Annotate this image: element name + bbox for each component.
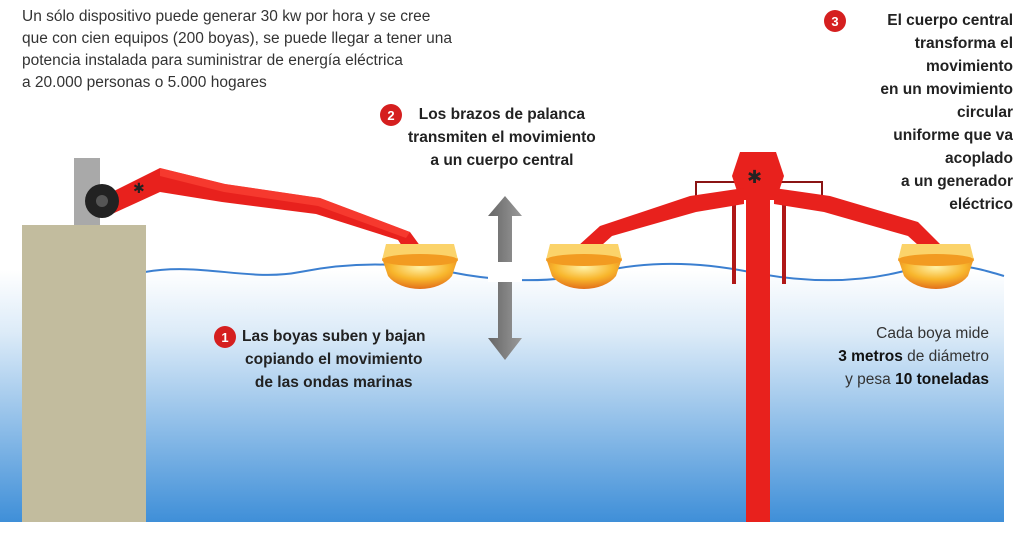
gear-icon: ✱	[133, 181, 145, 197]
pier	[22, 225, 146, 522]
step-2: 2 Los brazos de palanca transmiten el mo…	[380, 103, 596, 172]
fact-size: 3 metros	[838, 348, 903, 365]
step-3-line: uniforme que va acoplado	[893, 127, 1013, 167]
step-3-line: transforma el movimiento	[914, 35, 1013, 75]
step-2-line: transmiten el movimiento	[408, 129, 596, 146]
fact-weight: 10 toneladas	[895, 371, 989, 388]
buoy-left	[382, 258, 458, 290]
step-2-line: a un cuerpo central	[430, 152, 574, 169]
fact-line-3: y pesa 10 toneladas	[838, 368, 989, 391]
fact-line-1: Cada boya mide	[876, 325, 989, 342]
step-3-line: a un generador eléctrico	[901, 173, 1013, 213]
intro-line: Un sólo dispositivo puede generar 30 kw …	[22, 8, 431, 25]
left-lever-arm	[104, 168, 426, 258]
buoy-fact: Cada boya mide 3 metros de diámetro y pe…	[838, 322, 989, 391]
step-3-line: en un movimiento circular	[880, 81, 1013, 121]
right-lever-arm	[774, 188, 942, 254]
step-1: 1 Las boyas suben y bajan copiando el mo…	[214, 325, 425, 394]
fact-size-rest: de diámetro	[902, 348, 989, 365]
step-3: 3 El cuerpo central transforma el movimi…	[824, 9, 1013, 216]
fact-weight-prefix: y pesa	[845, 371, 896, 388]
buoy-right	[898, 258, 974, 290]
intro-line: a 20.000 personas o 5.000 hogares	[22, 74, 267, 91]
step-3-badge: 3	[824, 10, 846, 32]
step-1-badge: 1	[214, 326, 236, 348]
step-3-line: El cuerpo central	[887, 12, 1013, 29]
gear-icon-center: ✱	[747, 167, 762, 188]
step-2-line: Los brazos de palanca	[418, 106, 585, 123]
intro-text: Un sólo dispositivo puede generar 30 kw …	[22, 6, 502, 94]
step-1-line: de las ondas marinas	[254, 374, 413, 391]
intro-line: que con cien equipos (200 boyas), se pue…	[22, 30, 452, 47]
buoy-middle	[546, 258, 622, 290]
middle-lever-arm	[578, 188, 744, 254]
central-body	[732, 152, 784, 200]
step-2-badge: 2	[380, 104, 402, 126]
central-pole	[746, 186, 770, 522]
step-1-line: copiando el movimiento	[245, 351, 423, 368]
intro-line: potencia instalada para suministrar de e…	[22, 52, 403, 69]
step-1-line: Las boyas suben y bajan	[242, 328, 426, 345]
fact-line-2: 3 metros de diámetro	[838, 345, 989, 368]
